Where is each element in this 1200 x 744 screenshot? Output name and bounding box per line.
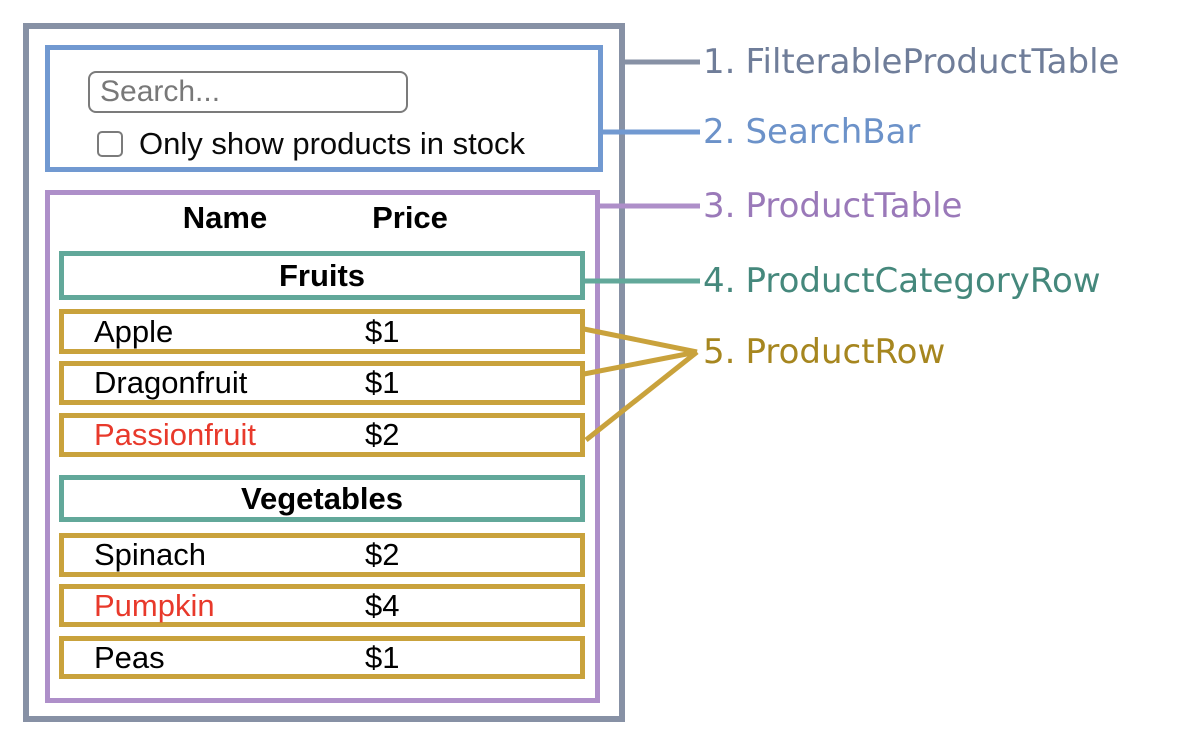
column-header-name: Name <box>182 200 268 235</box>
category-row-fruits: Fruits <box>59 251 585 300</box>
legend-item-product-category-row: 4. ProductCategoryRow <box>703 260 1101 302</box>
product-row-spinach: Spinach $2 <box>59 533 585 577</box>
legend-item-product-table: 3. ProductTable <box>703 185 962 227</box>
category-label: Fruits <box>278 257 366 293</box>
product-price: $2 <box>365 417 400 452</box>
legend-label: ProductRow <box>745 332 946 372</box>
legend-number: 4. <box>703 261 736 301</box>
legend-label: ProductTable <box>745 186 963 226</box>
legend-number: 2. <box>703 112 736 152</box>
legend-item-search-bar: 2. SearchBar <box>703 111 920 153</box>
product-price: $1 <box>365 639 400 675</box>
in-stock-checkbox[interactable] <box>97 131 123 157</box>
legend-label: FilterableProductTable <box>745 42 1120 82</box>
search-input[interactable] <box>88 71 408 113</box>
product-name: Dragonfruit <box>94 365 248 400</box>
product-price: $2 <box>365 537 400 572</box>
product-price: $1 <box>365 313 400 349</box>
product-name: Apple <box>94 313 174 349</box>
product-name: Spinach <box>94 537 207 572</box>
product-name-out-of-stock: Pumpkin <box>94 587 215 623</box>
search-bar-outline <box>45 45 603 172</box>
category-label: Vegetables <box>241 480 403 516</box>
product-row-pumpkin: Pumpkin $4 <box>59 584 585 627</box>
legend-item-filterable-product-table: 1. FilterableProductTable <box>703 41 1119 83</box>
product-price: $1 <box>365 365 400 400</box>
legend-label: SearchBar <box>745 112 921 152</box>
product-table-outline <box>45 190 600 703</box>
legend-item-product-row: 5. ProductRow <box>703 331 945 373</box>
product-price: $4 <box>365 587 400 623</box>
product-row-apple: Apple $1 <box>59 309 585 354</box>
legend-number: 3. <box>703 186 736 226</box>
product-name: Peas <box>94 639 165 675</box>
product-row-passionfruit: Passionfruit $2 <box>59 413 585 457</box>
category-row-vegetables: Vegetables <box>59 475 585 522</box>
legend-number: 5. <box>703 332 736 372</box>
in-stock-checkbox-label[interactable]: Only show products in stock <box>139 126 525 161</box>
legend-label: ProductCategoryRow <box>745 261 1101 301</box>
legend-number: 1. <box>703 42 736 82</box>
column-header-price: Price <box>372 200 448 235</box>
product-name-out-of-stock: Passionfruit <box>94 417 256 452</box>
product-row-peas: Peas $1 <box>59 636 585 679</box>
product-row-dragonfruit: Dragonfruit $1 <box>59 361 585 405</box>
